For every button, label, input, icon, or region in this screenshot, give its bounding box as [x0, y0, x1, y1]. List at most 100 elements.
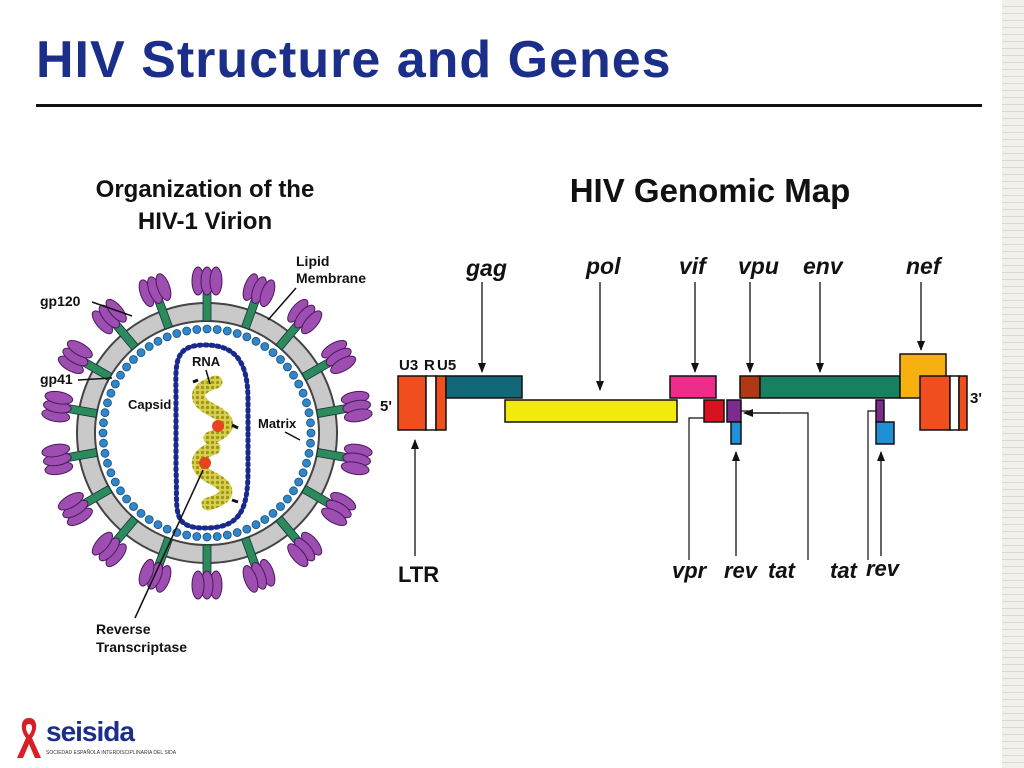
three-prime-label: 3' — [970, 390, 982, 407]
envelope-spike — [191, 266, 223, 322]
ltr-r-label: R — [424, 357, 435, 374]
lipid-label-line1: Lipid — [296, 253, 329, 269]
matrix-protein — [103, 458, 112, 468]
gp120-knob — [242, 565, 259, 593]
logo-tagline: SOCIEDAD ESPAÑOLA INTERDISCIPLINARIA DEL… — [46, 750, 177, 756]
gene-label-gag: gag — [465, 255, 507, 281]
gene-vpu — [739, 375, 761, 399]
envelope-spike — [301, 484, 357, 527]
matrix-protein — [212, 532, 222, 541]
matrix-protein-ring — [98, 324, 316, 542]
gp120-knob — [209, 266, 223, 296]
gp120-knob — [321, 507, 348, 527]
matrix-protein — [192, 532, 202, 541]
ltr-u5-label: U5 — [437, 357, 456, 374]
matrix-protein — [260, 342, 270, 351]
gene-label-tat-2: tat — [830, 558, 859, 583]
ltr-3-u5 — [958, 375, 968, 431]
lipid-leader — [267, 287, 297, 321]
rna-label: RNA — [192, 354, 221, 369]
reverse-transcriptase-2 — [199, 457, 211, 469]
gp120-knob — [287, 543, 309, 568]
matrix-protein — [251, 520, 261, 530]
virion-heading-line1: Organization of the — [95, 176, 315, 203]
matrix-protein — [306, 438, 315, 448]
matrix-protein — [276, 355, 285, 364]
gp120-knob — [91, 531, 114, 556]
envelope-spike — [316, 390, 373, 423]
envelope-spike — [41, 390, 98, 423]
matrix-protein — [153, 336, 163, 346]
rna-strand-2 — [191, 441, 233, 511]
gene-label-vpr: vpr — [672, 558, 708, 583]
matrix-protein — [100, 448, 110, 458]
matrix-protein — [100, 408, 110, 418]
red-ribbon-icon — [17, 718, 41, 758]
ltr-label: LTR — [398, 562, 439, 587]
matrix-protein — [129, 355, 138, 364]
gp120-knob — [155, 273, 172, 301]
matrix-protein — [98, 428, 108, 438]
matrix-protein — [304, 408, 314, 418]
gene-label-rev-1: rev — [724, 558, 759, 583]
gp120-knob — [343, 408, 373, 423]
ltr-5-r — [425, 375, 437, 431]
reverse-transcriptase-1 — [212, 420, 224, 432]
matrix-protein — [153, 520, 163, 530]
matrix-protein — [294, 477, 304, 487]
gp41-leader — [77, 377, 113, 381]
splice-tat-2 — [867, 410, 876, 560]
envelope-spike — [241, 273, 276, 330]
matrix-protein — [122, 494, 131, 504]
matrix-protein — [103, 398, 112, 408]
matrix-protein — [110, 379, 120, 389]
matrix-protein — [282, 494, 292, 504]
matrix-protein — [222, 326, 232, 336]
matrix-protein — [251, 336, 261, 346]
ltr-3-u3 — [919, 375, 951, 431]
virion-heading: Organization of the HIV-1 Virion — [40, 174, 370, 238]
matrix-protein — [122, 362, 131, 372]
rt-label-line2: Transcriptase — [96, 639, 187, 655]
envelope-spike — [301, 339, 357, 382]
gene-env — [759, 375, 901, 399]
matrix-protein — [304, 448, 314, 458]
matrix-protein — [306, 428, 316, 438]
ltr-u3-label: U3 — [399, 357, 418, 374]
capsid-label: Capsid — [128, 397, 171, 412]
matrix-protein — [232, 329, 242, 338]
rna-strand-1 — [192, 375, 234, 445]
matrix-protein — [192, 325, 202, 334]
lipid-label-line2: Membrane — [296, 270, 366, 286]
matrix-protein — [298, 468, 308, 478]
matrix-label: Matrix — [258, 416, 297, 431]
vpr-leader — [688, 417, 704, 560]
gp120-knob — [138, 558, 155, 587]
gene-label-vpu: vpu — [738, 253, 779, 279]
matrix-protein — [302, 398, 311, 408]
seisida-logo: seisida SOCIEDAD ESPAÑOLA INTERDISCIPLIN… — [14, 716, 176, 760]
matrix-protein — [136, 348, 146, 358]
gene-vif — [669, 375, 717, 399]
envelope-spike — [57, 339, 113, 382]
matrix-protein — [268, 509, 278, 518]
gp120-knob — [259, 279, 276, 308]
splice-tat-3 — [749, 412, 809, 560]
matrix-protein — [182, 530, 192, 540]
envelope-spike — [191, 544, 223, 600]
title-underline — [36, 104, 982, 107]
logo-name: seisida — [46, 716, 135, 747]
gene-label-pol: pol — [585, 253, 621, 279]
gene-gag — [445, 375, 523, 399]
gene-label-vif: vif — [679, 253, 708, 279]
envelope-spike — [91, 515, 139, 568]
gp120-knob — [300, 310, 323, 335]
matrix-protein — [144, 342, 154, 351]
matrix-protein — [144, 515, 154, 524]
envelope-spike — [41, 443, 98, 476]
matrix-protein — [172, 329, 182, 338]
gp120-knob — [57, 491, 84, 511]
matrix-protein — [106, 388, 116, 398]
gp120-knob — [340, 461, 370, 476]
gene-vpr — [703, 399, 725, 423]
